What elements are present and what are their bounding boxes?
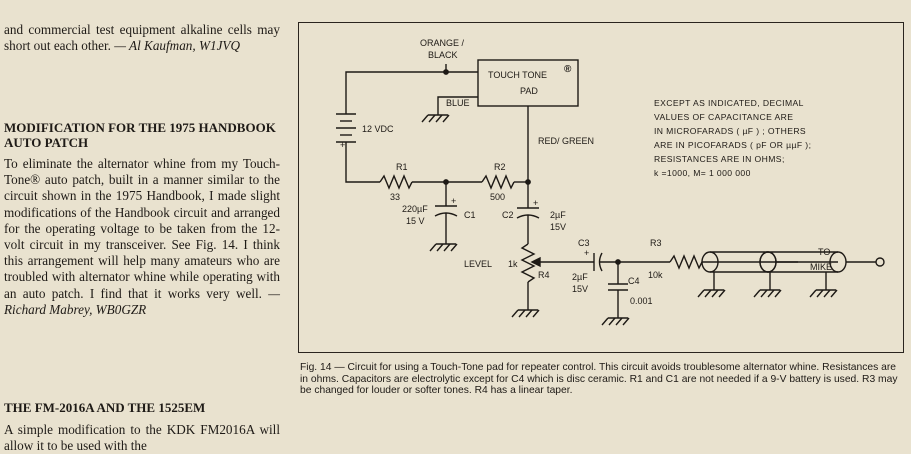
section1-body: To eliminate the alternator whine from m…: [4, 156, 280, 301]
label-level-value: 1k: [508, 259, 518, 269]
label-c4-value: 0.001: [630, 296, 653, 306]
note-line: IN MICROFARADS ( µF ) ; OTHERS: [654, 126, 806, 136]
label-c2: C2: [502, 210, 514, 220]
label-orange-black-2: BLACK: [428, 50, 458, 60]
label-orange-black-1: ORANGE /: [420, 38, 465, 48]
label-c3-plus: +: [584, 248, 589, 258]
note-line: ARE IN PICOFARADS ( pF OR µµF );: [654, 140, 811, 150]
figure-caption: Fig. 14 — Circuit for using a Touch-Tone…: [300, 362, 898, 397]
section2-paragraph: A simple modification to the KDK FM2016A…: [4, 422, 280, 454]
label-r1: R1: [396, 162, 408, 172]
label-r4: R4: [538, 270, 550, 280]
section2-heading: The FM-2016A and the 1525EM: [4, 400, 206, 415]
label-mike: MIKE: [810, 262, 832, 272]
section1-signature: — Richard Mabrey, WB0GZR: [4, 285, 281, 317]
note-line: RESISTANCES ARE IN OHMS;: [654, 154, 785, 164]
note-line: EXCEPT AS INDICATED, DECIMAL: [654, 98, 804, 108]
label-r2: R2: [494, 162, 506, 172]
schematic-nodes: [443, 69, 621, 265]
label-c1-value1: 220µF: [402, 204, 428, 214]
label-level: LEVEL: [464, 259, 492, 269]
label-c2-plus: +: [533, 198, 538, 208]
label-r2-value: 500: [490, 192, 505, 202]
schematic-labels: ORANGE / BLACK TOUCH TONE ® PAD BLUE RED…: [340, 38, 832, 306]
schematic-wires: [336, 59, 885, 326]
label-c3: C3: [578, 238, 590, 248]
schematic-notes: EXCEPT AS INDICATED, DECIMAL VALUES OF C…: [654, 98, 811, 178]
label-c1-plus: +: [451, 196, 456, 206]
label-c2-value2: 15V: [550, 222, 566, 232]
schematic-diagram: ORANGE / BLACK TOUCH TONE ® PAD BLUE RED…: [336, 38, 885, 326]
label-r1-value: 33: [390, 192, 400, 202]
touch-tone-pad-box: [477, 59, 579, 107]
label-to: TO: [818, 247, 830, 257]
note-line: k =1000, M= 1 000 000: [654, 168, 751, 178]
intro-signature: — Al Kaufman, W1JVQ: [114, 38, 240, 54]
intro-text: and commercial test equipment alkaline c…: [4, 22, 280, 54]
section1-paragraph: To eliminate the alternator whine from m…: [4, 156, 280, 318]
label-c2-value1: 2µF: [550, 210, 566, 220]
label-blue: BLUE: [446, 98, 470, 108]
label-touch-tone: TOUCH TONE: [488, 70, 547, 80]
intro-paragraph: and commercial test equipment alkaline c…: [4, 22, 280, 54]
label-c1: C1: [464, 210, 476, 220]
label-c3-value2: 15V: [572, 284, 588, 294]
figure-frame: [298, 22, 904, 353]
note-line: VALUES OF CAPACITANCE ARE: [654, 112, 793, 122]
label-c3-value1: 2µF: [572, 272, 588, 282]
label-pad: PAD: [520, 86, 538, 96]
label-c4: C4: [628, 276, 640, 286]
label-battery: 12 VDC: [362, 124, 394, 134]
label-c1-value2: 15 V: [406, 216, 425, 226]
label-battery-plus: +: [340, 140, 345, 150]
label-red-green: RED/ GREEN: [538, 136, 594, 146]
label-r3: R3: [650, 238, 662, 248]
section1-heading: Modification for the 1975 Handbook Auto …: [4, 120, 276, 150]
label-registered: ®: [564, 64, 572, 75]
label-r3-value: 10k: [648, 270, 663, 280]
